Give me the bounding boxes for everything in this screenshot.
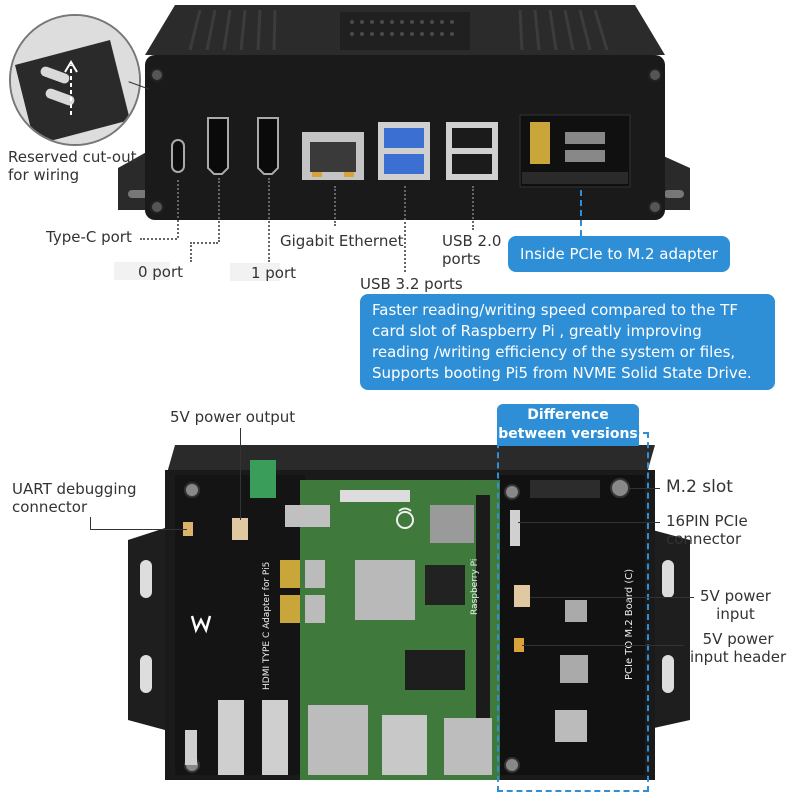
gigabit-leader <box>334 186 336 226</box>
power-output-leader <box>240 428 241 520</box>
hdmi0-label: 0 port <box>114 263 184 281</box>
difference-between-versions-tab: Difference between versions <box>497 404 639 446</box>
reserved-cutout-label: Reserved cut-out for wiring <box>8 148 137 184</box>
hdmi1-label-mask <box>230 263 280 281</box>
power-input-header-leader <box>522 645 684 646</box>
power-input-label: 5V power input <box>700 587 771 623</box>
type-c-label: Type-C port <box>46 228 132 246</box>
pcie-16pin-leader <box>518 522 660 523</box>
pcie-adapter-leader <box>580 190 582 236</box>
hdmi0-label-mask <box>114 262 170 280</box>
magnifier-callout-icon <box>9 14 141 146</box>
raspberry-logo-icon <box>396 507 414 529</box>
usb20-label: USB 2.0 ports <box>442 232 502 268</box>
power-input-header-label: 5V power input header <box>690 630 787 666</box>
pcie-16pin-label: 16PIN PCIe connector <box>666 512 748 548</box>
power-output-label: 5V power output <box>170 408 296 426</box>
hdmi-adapter-board-text: HDMI TYPE C Adapter for Pi5 <box>262 561 272 690</box>
m2-slot-label: M.2 slot <box>666 477 733 497</box>
usb32-leader <box>404 186 406 272</box>
uart-leader <box>90 529 187 530</box>
internal-board-photo <box>128 445 690 780</box>
waveshare-logo-icon <box>190 615 212 634</box>
hdmi0-leader <box>218 178 220 242</box>
usb32-label: USB 3.2 ports <box>360 275 463 293</box>
hdmi1-label: 1 port <box>230 264 297 282</box>
m2-slot-leader <box>630 488 660 489</box>
usb20-leader <box>472 186 474 230</box>
uart-label: UART debugging connector <box>12 480 137 516</box>
pcie-adapter-title-box: Inside PCIe to M.2 adapter <box>508 236 730 272</box>
enclosure-front-photo <box>118 5 690 220</box>
raspberry-pi-board-text: Raspberry Pi <box>470 558 480 615</box>
power-input-leader <box>530 597 694 598</box>
type-c-leader <box>177 180 179 238</box>
pcie-adapter-description-box: Faster reading/writing speed compared to… <box>360 294 775 390</box>
hdmi1-leader <box>268 178 270 262</box>
pcie-board-text: PCIe TO M.2 Board (C) <box>624 568 635 680</box>
gigabit-label: Gigabit Ethernet <box>280 232 404 250</box>
